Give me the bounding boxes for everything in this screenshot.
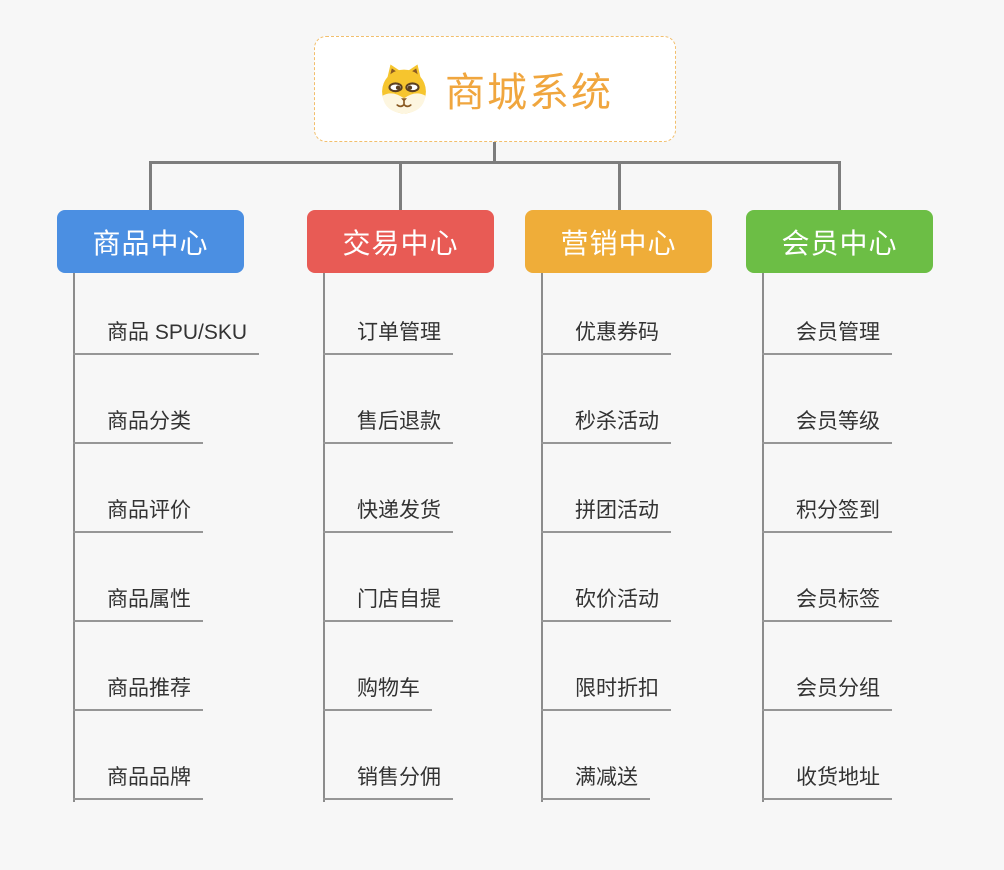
leaf-item[interactable]: 收货地址 — [762, 711, 892, 800]
mindmap-canvas: 商城系统 商品中心 商品 SPU/SKU 商品分类 商品评价 商品属性 商品推荐… — [57, 36, 933, 802]
branch-member-center: 会员中心 会员管理 会员等级 积分签到 会员标签 会员分组 收货地址 — [746, 210, 996, 870]
leaf-item[interactable]: 门店自提 — [323, 533, 453, 622]
branch-marketing-center: 营销中心 优惠券码 秒杀活动 拼团活动 砍价活动 限时折扣 满减送 — [525, 210, 775, 870]
leaf-item[interactable]: 砍价活动 — [541, 533, 671, 622]
branch-trunk-line — [323, 273, 325, 802]
branch-node-marketing-center[interactable]: 营销中心 — [525, 210, 712, 273]
branch-trade-center: 交易中心 订单管理 售后退款 快递发货 门店自提 购物车 销售分佣 — [307, 210, 557, 870]
connector-drop-4 — [838, 161, 841, 210]
connector-drop-2 — [399, 161, 402, 210]
leaf-list-product-center: 商品 SPU/SKU 商品分类 商品评价 商品属性 商品推荐 商品品牌 — [73, 266, 260, 800]
leaf-item[interactable]: 会员管理 — [762, 266, 892, 355]
branch-node-product-center[interactable]: 商品中心 — [57, 210, 244, 273]
root-node-label: 商城系统 — [445, 71, 613, 115]
leaf-item[interactable]: 会员分组 — [762, 622, 892, 711]
leaf-list-trade-center: 订单管理 售后退款 快递发货 门店自提 购物车 销售分佣 — [323, 266, 453, 800]
leaf-item[interactable]: 秒杀活动 — [541, 355, 671, 444]
leaf-list-marketing-center: 优惠券码 秒杀活动 拼团活动 砍价活动 限时折扣 满减送 — [541, 266, 671, 800]
leaf-item[interactable]: 商品属性 — [73, 533, 259, 622]
branch-trunk-line — [762, 273, 764, 802]
leaf-item[interactable]: 拼团活动 — [541, 444, 671, 533]
leaf-item[interactable]: 商品品牌 — [73, 711, 259, 800]
branch-product-center: 商品中心 商品 SPU/SKU 商品分类 商品评价 商品属性 商品推荐 商品品牌 — [57, 210, 307, 870]
connector-root-stub — [493, 142, 496, 163]
leaf-item[interactable]: 商品评价 — [73, 444, 259, 533]
leaf-item[interactable]: 商品推荐 — [73, 622, 259, 711]
leaf-item[interactable]: 会员标签 — [762, 533, 892, 622]
root-node[interactable]: 商城系统 — [314, 36, 676, 142]
branch-node-trade-center[interactable]: 交易中心 — [307, 210, 494, 273]
leaf-item[interactable]: 会员等级 — [762, 355, 892, 444]
connector-drop-1 — [149, 161, 152, 210]
leaf-item[interactable]: 销售分佣 — [323, 711, 453, 800]
leaf-item[interactable]: 积分签到 — [762, 444, 892, 533]
connector-bus — [149, 161, 841, 164]
leaf-item[interactable]: 商品 SPU/SKU — [73, 266, 260, 355]
leaf-item[interactable]: 快递发货 — [323, 444, 453, 533]
branch-node-member-center[interactable]: 会员中心 — [746, 210, 933, 273]
leaf-item[interactable]: 优惠券码 — [541, 266, 671, 355]
branch-trunk-line — [541, 273, 543, 802]
leaf-item[interactable]: 限时折扣 — [541, 622, 671, 711]
branch-trunk-line — [73, 273, 75, 802]
leaf-item[interactable]: 满减送 — [541, 711, 671, 800]
leaf-list-member-center: 会员管理 会员等级 积分签到 会员标签 会员分组 收货地址 — [762, 266, 892, 800]
leaf-item[interactable]: 订单管理 — [323, 266, 453, 355]
dog-face-icon — [382, 64, 426, 114]
leaf-item[interactable]: 售后退款 — [323, 355, 453, 444]
connector-drop-3 — [618, 161, 621, 210]
leaf-item[interactable]: 购物车 — [323, 622, 453, 711]
leaf-item[interactable]: 商品分类 — [73, 355, 259, 444]
